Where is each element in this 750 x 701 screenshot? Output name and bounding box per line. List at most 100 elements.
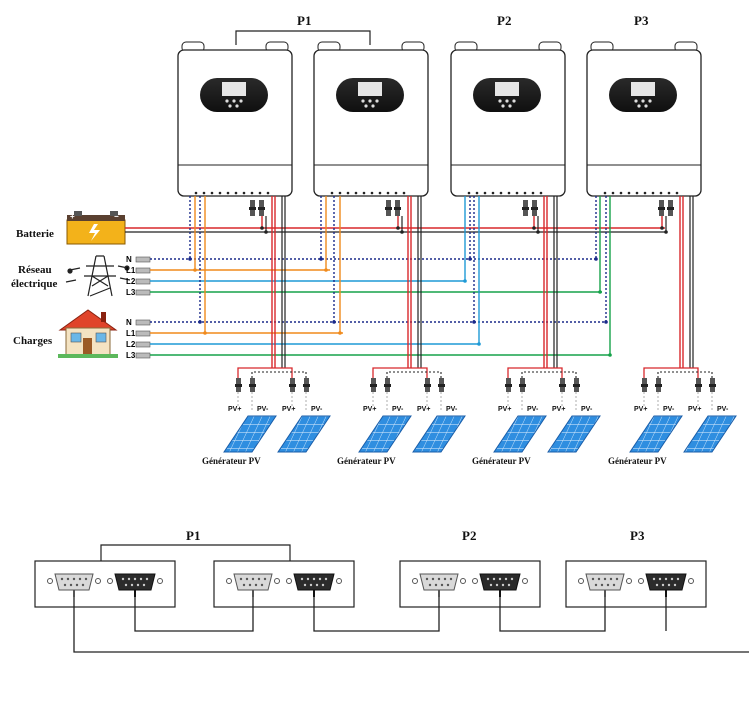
port-screw xyxy=(157,578,163,584)
grid-terminal xyxy=(135,267,151,274)
inverter-screen xyxy=(222,82,246,96)
inverter-screen xyxy=(495,82,519,96)
junction-dot xyxy=(188,257,192,261)
port-pin xyxy=(446,583,450,587)
db9-port-dark xyxy=(645,573,687,591)
comm-inverter-2 xyxy=(213,560,355,608)
pv-positive-wire xyxy=(237,367,272,378)
comm-panel xyxy=(213,560,355,608)
inverter-1 xyxy=(177,41,293,216)
inverter-terminal xyxy=(370,191,374,195)
inverter-led xyxy=(368,99,372,103)
grid-terminal xyxy=(135,289,151,296)
pv-plus-label: PV+ xyxy=(228,406,241,413)
comm-group-label-p1: P1 xyxy=(186,528,200,543)
port-pin xyxy=(676,577,680,581)
comm-inverter-4 xyxy=(565,560,707,608)
comm-group-label-p2: P2 xyxy=(462,528,476,543)
port-screw xyxy=(578,578,584,584)
port-pin xyxy=(492,577,496,581)
port-pin xyxy=(658,577,662,581)
port-pin xyxy=(498,577,502,581)
solar-panel xyxy=(493,415,547,453)
svg-text:+: + xyxy=(70,212,75,221)
pv-minus-label: PV- xyxy=(581,406,593,413)
comm-cable-link xyxy=(134,597,254,632)
pv-generator-4: PV+PV-PV+PV-Générateur PV xyxy=(608,367,737,466)
inverter-terminal xyxy=(539,191,543,195)
junction-dot xyxy=(332,320,336,324)
solar-panel xyxy=(547,415,601,453)
db9-port xyxy=(233,573,273,591)
pv-positive-wire xyxy=(680,367,699,378)
port-pin xyxy=(130,583,134,587)
inverter-body xyxy=(313,49,429,197)
inverter-button xyxy=(228,104,232,108)
junction-dot xyxy=(536,230,540,234)
port-pin xyxy=(609,577,613,581)
port-pin xyxy=(434,583,438,587)
inverter-terminal xyxy=(667,191,671,195)
inverter-led xyxy=(634,99,638,103)
inverter-terminal xyxy=(611,191,615,195)
pv-minus-label: PV- xyxy=(527,406,539,413)
load-phase-l3: L3 xyxy=(126,351,136,360)
port-pin xyxy=(242,583,246,587)
inverter-pv-connector-band xyxy=(522,207,529,210)
inverter-terminal xyxy=(346,191,350,195)
port-pin xyxy=(72,577,76,581)
port-pin xyxy=(486,577,490,581)
inverter-terminal xyxy=(643,191,647,195)
inverter-pv-connector-band xyxy=(385,207,392,210)
port-pin xyxy=(594,583,598,587)
inverter-3 xyxy=(450,41,566,216)
pv-minus-label: PV- xyxy=(446,406,458,413)
inverter-terminal xyxy=(507,191,511,195)
port-pin xyxy=(121,577,125,581)
inverter-body xyxy=(177,49,293,197)
port-pin xyxy=(600,583,604,587)
solar-panel xyxy=(358,415,412,453)
pv-negative-wire xyxy=(251,371,282,378)
port-pin xyxy=(591,577,595,581)
pv-positive-wire xyxy=(507,367,544,378)
pv-string-lead xyxy=(643,392,659,410)
pv-positive-wire xyxy=(544,367,563,378)
pv-mc4-band xyxy=(424,384,431,387)
power-pylon-icon xyxy=(65,255,131,297)
port-pin xyxy=(81,583,85,587)
pv-minus-label: PV- xyxy=(392,406,404,413)
port-screw xyxy=(522,578,528,584)
port-pin xyxy=(63,583,67,587)
inverter-led xyxy=(648,99,652,103)
load-phase-l1: L1 xyxy=(126,329,136,338)
inverter-body xyxy=(450,49,566,197)
group-label-p2: P2 xyxy=(497,13,511,28)
port-pin xyxy=(127,577,131,581)
junction-dot xyxy=(477,342,481,346)
inverter-pv-connector-band xyxy=(667,207,674,210)
svg-text:−: − xyxy=(114,212,119,221)
port-pin xyxy=(69,583,73,587)
port-pin xyxy=(507,583,511,587)
pv-minus-label: PV- xyxy=(311,406,323,413)
phase-labels: N L1 L2 L3 N L1 L2 L3 xyxy=(126,255,136,360)
group-label-p3: P3 xyxy=(634,13,649,28)
inverter-terminal xyxy=(499,191,503,195)
pv-negative-wire xyxy=(657,371,690,378)
port-pin xyxy=(667,583,671,587)
port-screw xyxy=(226,578,232,584)
port-screw xyxy=(274,578,280,584)
inverter-button xyxy=(371,104,375,108)
port-pin xyxy=(443,577,447,581)
port-pin xyxy=(312,577,316,581)
pv-mc4-band xyxy=(289,384,296,387)
junction-dot xyxy=(532,226,536,230)
grid-label-line1: Réseau xyxy=(18,264,52,276)
pv-mc4-band xyxy=(384,384,391,387)
inverter-pv-connector-band xyxy=(658,207,665,210)
port-pin xyxy=(315,583,319,587)
pv-generator-label: Générateur PV xyxy=(202,456,261,466)
inverter-terminal xyxy=(475,191,479,195)
load-terminal xyxy=(135,319,151,326)
